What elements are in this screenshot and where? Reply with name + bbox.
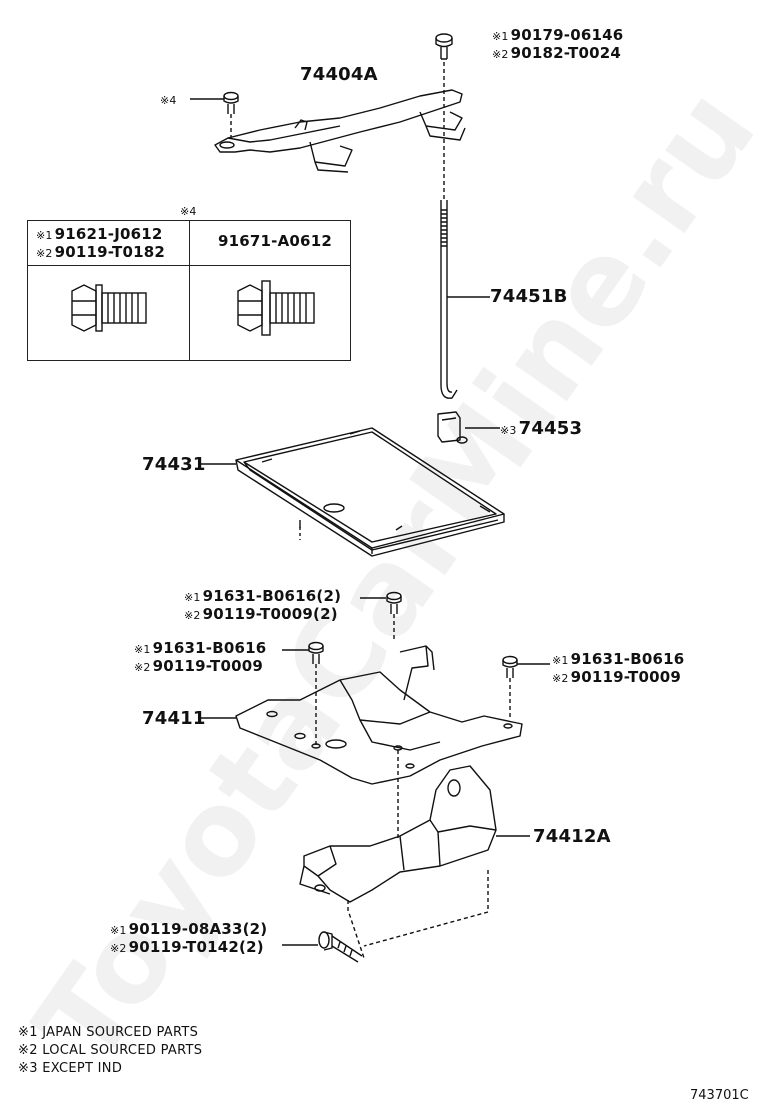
mark: ※1 [36,229,53,242]
part-number: 90119-T0142(2) [128,938,264,956]
part-number: 91631-B0616 [570,650,685,668]
tray-label: 74431 [142,454,206,475]
carrier-label: 74411 [142,708,206,729]
clamp-74404a-icon [214,89,466,173]
table-cell-right: 91671-A0612 [218,232,332,250]
mark: ※1 [184,591,201,604]
bolt-washer-icon [237,280,315,336]
note-line: ※1 JAPAN SOURCED PARTS [18,1025,199,1040]
table-header-mark: ※4 [180,205,197,218]
legend-notes: ※1 JAPAN SOURCED PARTS ※2 LOCAL SOURCED … [18,1024,202,1078]
bottom-bolt-icon [282,931,363,963]
part-number: 90179-06146 [510,26,624,44]
part-number: 91631-B0616(2) [202,587,342,605]
mark: ※1 [134,643,151,656]
mark: ※2 [134,661,151,674]
mark: ※2 [184,609,201,622]
mark: ※2 [36,247,53,260]
mark: ※1 [552,654,569,667]
table-divider [28,265,350,266]
note-line: ※3 EXCEPT IND [18,1061,123,1076]
mark: ※2 [552,672,569,685]
rod-label: 74451B [490,286,568,307]
carrier-bolt-left-icon [282,641,324,745]
carrier-bolt-right-icon [502,655,550,720]
clamp-label: 74404A [300,64,378,85]
carrier-74411-icon [200,645,523,840]
mark: ※1 [110,924,127,937]
part-number: 90119-08A33(2) [128,920,268,938]
note-line: ※2 LOCAL SOURCED PARTS [18,1043,203,1058]
part-number: 90119-T0009 [152,657,264,675]
part-number: 90119-T0009 [570,668,682,686]
rod-74451b-icon [440,200,490,399]
diagram-code: 743701C [690,1088,749,1103]
fastener-illustrations [71,280,315,336]
part-number: 74453 [518,418,583,439]
part-number: 90119-T0009(2) [202,605,338,623]
mark: ※1 [492,30,509,43]
mark: ※2 [492,48,509,61]
hold-down-bolt-mark: ※4 [160,94,177,107]
mark: ※2 [110,942,127,955]
bracket-label: 74412A [533,826,611,847]
part-number: 91621-J0612 [54,225,163,243]
mark: ※3 [500,424,517,437]
top-bolt-icon [435,33,453,60]
flange-bolt-icon [71,284,147,332]
tray-bolt-icon [360,591,402,640]
hold-down-bolt-icon [190,91,239,140]
bracket-74412a-icon [299,765,530,959]
part-number: 90119-T0182 [54,243,166,261]
part-number: 91631-B0616 [152,639,267,657]
part-number: 90182-T0024 [510,44,622,62]
table-divider [189,221,190,360]
nut-74453-icon [437,411,500,444]
tray-74431-icon [200,427,505,557]
